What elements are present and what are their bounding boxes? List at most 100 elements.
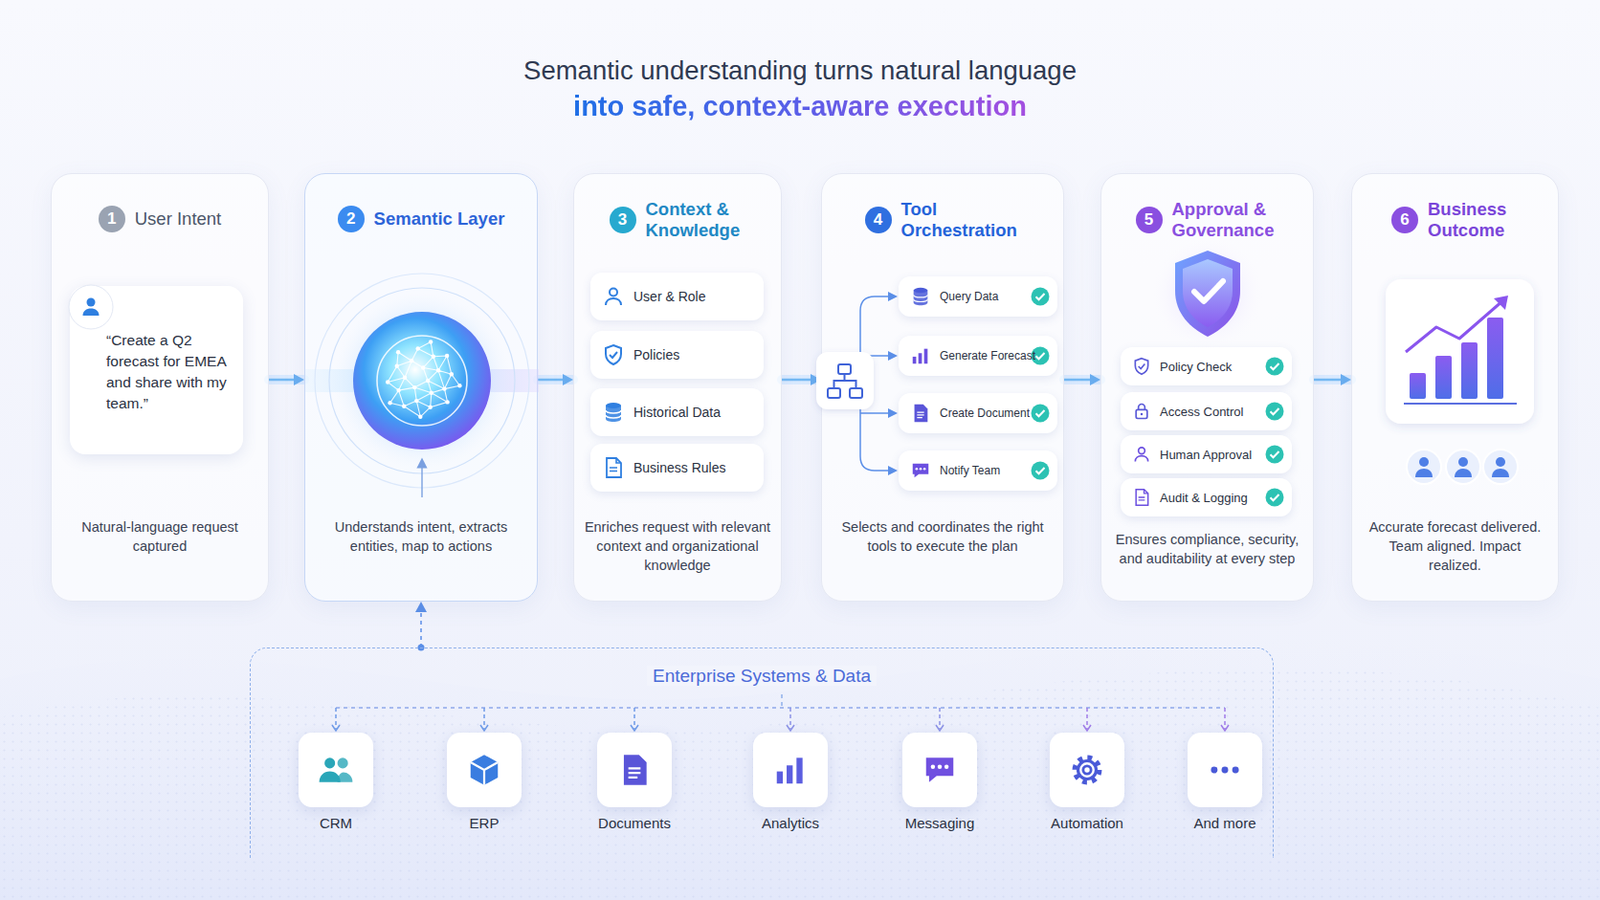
icon bbox=[1068, 752, 1106, 789]
connector bbox=[1313, 374, 1352, 386]
callout-number: 4 bbox=[865, 206, 892, 234]
arrowhead bbox=[415, 601, 427, 613]
stage-title: Tool Orchestration bbox=[901, 199, 1022, 242]
connector-line bbox=[420, 609, 423, 648]
card-label: Business Rules bbox=[633, 460, 756, 476]
system-tile: Documents bbox=[586, 733, 683, 839]
systems-region: Enterprise Systems & DataCRMERPDocuments… bbox=[249, 647, 1274, 859]
connector bbox=[537, 374, 574, 386]
card-label: Access Control bbox=[1159, 404, 1257, 420]
connector-line bbox=[537, 378, 566, 382]
callout-number: 3 bbox=[609, 206, 637, 234]
arrowhead bbox=[293, 374, 305, 386]
check-mark bbox=[1030, 403, 1050, 423]
system-label: Documents bbox=[577, 815, 692, 832]
connector bbox=[268, 374, 305, 386]
icon bbox=[910, 345, 932, 367]
card-label: User & Role bbox=[633, 288, 756, 305]
region-title-text: Enterprise Systems & Data bbox=[646, 666, 877, 687]
icon bbox=[910, 460, 932, 482]
system-tile: Automation bbox=[1039, 733, 1135, 839]
stage-header: 5 Approval & Governance bbox=[1107, 199, 1308, 242]
check-mark bbox=[1265, 488, 1285, 508]
icon bbox=[910, 286, 932, 308]
system-tile: ERP bbox=[436, 733, 533, 839]
connector-line bbox=[1064, 378, 1093, 382]
stage-panel: 2Semantic LayerUnderstands intent, extra… bbox=[304, 173, 538, 602]
arrowhead bbox=[1089, 374, 1101, 386]
check-card: Audit & Logging bbox=[1120, 478, 1292, 517]
check-card: Access Control bbox=[1120, 392, 1292, 431]
icon bbox=[616, 752, 653, 789]
system-icon-box bbox=[1187, 733, 1263, 808]
request-text: “Create a Q2 forecast for EMEA and share… bbox=[106, 330, 234, 415]
stage-header: 2Semantic Layer bbox=[311, 199, 532, 240]
icon bbox=[1132, 401, 1152, 422]
card-label: Create Document bbox=[939, 406, 1023, 421]
check-mark bbox=[1030, 461, 1050, 481]
arrowhead bbox=[1340, 374, 1352, 386]
icon bbox=[772, 752, 809, 789]
card-label: Audit & Logging bbox=[1159, 490, 1257, 506]
system-icon-box bbox=[298, 733, 374, 808]
stage-title: User Intent bbox=[134, 208, 223, 230]
title-highlight: into safe, context-aware execution bbox=[573, 90, 1027, 122]
connector-glow bbox=[1064, 375, 1101, 385]
system-tile: Analytics bbox=[742, 733, 839, 839]
card-label: Notify Team bbox=[939, 464, 1023, 478]
stage-title: Context & Knowledge bbox=[645, 199, 747, 242]
stage-description: Natural-language request captured bbox=[61, 517, 259, 556]
check-mark bbox=[1265, 356, 1285, 377]
avatar bbox=[64, 280, 122, 338]
connector-glow bbox=[781, 375, 822, 385]
tool-card: Query Data bbox=[898, 276, 1058, 317]
connector-line bbox=[268, 378, 297, 382]
system-label: And more bbox=[1167, 815, 1283, 832]
stage-title: Approval & Governance bbox=[1172, 199, 1280, 242]
check-card: Human Approval bbox=[1120, 435, 1292, 474]
callout-number: 6 bbox=[1391, 206, 1419, 234]
system-tile: Messaging bbox=[891, 733, 988, 839]
connector-line bbox=[1313, 378, 1344, 382]
context-card: User & Role bbox=[590, 272, 764, 321]
card-label: Generate Forecast bbox=[939, 349, 1023, 363]
context-card: Policies bbox=[590, 331, 764, 379]
icon bbox=[921, 752, 958, 789]
icon bbox=[1132, 356, 1152, 377]
card-label: Policies bbox=[633, 347, 756, 363]
card-label: Query Data bbox=[939, 289, 1023, 304]
callout-number: 1 bbox=[98, 205, 126, 233]
connector-glow bbox=[537, 375, 574, 385]
system-icon-box bbox=[902, 733, 978, 808]
stage-title: Business Outcome bbox=[1427, 199, 1519, 242]
tool-card: Generate Forecast bbox=[898, 335, 1058, 377]
stage-panel: 6 Business OutcomeAccurate forecast deliv… bbox=[1351, 173, 1559, 602]
semantic-globe bbox=[305, 174, 539, 603]
request-bubble: “Create a Q2 forecast for EMEA and share… bbox=[69, 286, 244, 455]
connector bbox=[781, 374, 822, 386]
check-card: Policy Check bbox=[1120, 347, 1292, 386]
tool-card: Notify Team bbox=[898, 450, 1058, 491]
tool-card: Create Document bbox=[898, 393, 1058, 434]
check-mark bbox=[1030, 346, 1050, 366]
connector-line bbox=[781, 378, 814, 382]
system-label: Messaging bbox=[882, 815, 998, 832]
stage-description: Enriches request with relevant context a… bbox=[583, 517, 772, 576]
icon bbox=[466, 752, 503, 789]
card-label: Human Approval bbox=[1159, 447, 1257, 463]
stage-panel: 1 User IntentNatural-language request cap… bbox=[50, 173, 269, 602]
title-line: into safe, context-aware execution bbox=[0, 90, 1600, 123]
callout-number: 5 bbox=[1135, 206, 1163, 234]
connector bbox=[415, 601, 427, 652]
icon bbox=[601, 285, 625, 309]
stage-description: Accurate forecast delivered. Team aligne… bbox=[1361, 517, 1549, 576]
context-card: Historical Data bbox=[590, 388, 764, 437]
stage-header: 1 User Intent bbox=[57, 199, 263, 240]
icon bbox=[317, 752, 355, 789]
diagram-title: Semantic understanding turns natural lan… bbox=[0, 55, 1600, 87]
stage-description: Understands intent, extracts entities, m… bbox=[314, 517, 528, 556]
stage-title: Semantic Layer bbox=[374, 208, 506, 230]
system-icon-box bbox=[446, 733, 522, 808]
icon bbox=[601, 456, 625, 480]
